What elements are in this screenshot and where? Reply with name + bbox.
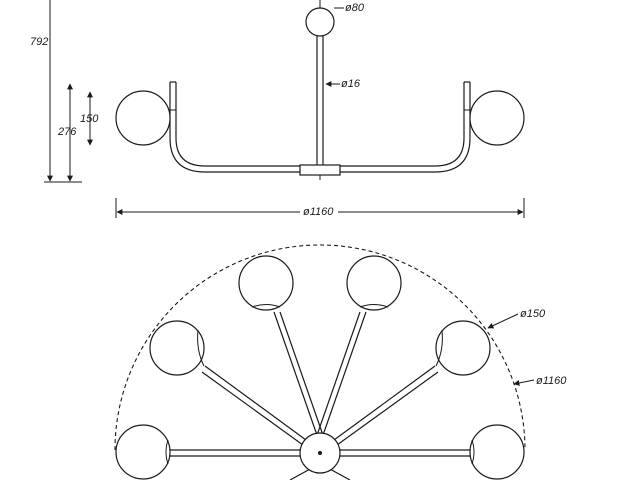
hub-block [299, 164, 341, 176]
left-arm-inner [169, 82, 300, 173]
dim-globe-leader [487, 313, 519, 329]
arm-1b [279, 311, 325, 439]
arm-8 [327, 467, 351, 481]
dim-width-label-bg [300, 204, 338, 218]
right-globe [469, 90, 525, 146]
dim-width-label: ø1160 [303, 206, 334, 218]
top-view: ø150 ø1160 [114, 244, 567, 481]
globe-lower-right-shade [471, 439, 475, 465]
dim-outer-leader [513, 379, 535, 386]
arm-7 [289, 467, 313, 481]
arm-4b [336, 371, 439, 446]
right-arm-outer [340, 82, 465, 167]
dim-rod-label: ø16 [341, 78, 361, 90]
globe-lower-right [469, 424, 525, 480]
arm-2b [321, 311, 367, 439]
globe-lower-left [115, 424, 171, 480]
globe-upper-left [238, 255, 294, 311]
globe-mid-right [435, 320, 491, 376]
outer-diameter-outline [114, 244, 526, 451]
top-globe [305, 7, 335, 37]
globe-mid-left [149, 320, 205, 376]
dim-top-globe-label: ø80 [345, 2, 365, 14]
globe-upper-right [346, 255, 402, 311]
globe-mid-right-shade [435, 329, 443, 367]
left-globe [115, 90, 171, 146]
center-hub-dot [318, 451, 322, 455]
globe-upper-right-shade [359, 304, 389, 308]
dim-outer-label: ø1160 [536, 375, 567, 387]
dim-globe-label: ø150 [520, 308, 546, 320]
arm-2 [315, 311, 361, 439]
dim-lower-height-label: 276 [57, 126, 77, 138]
side-view: ø80 ø16 792 276 150 . ø1160 [30, 0, 525, 219]
dim-total-height-label: 792 [30, 36, 48, 48]
arm-1 [273, 311, 319, 439]
top-globes [115, 255, 525, 480]
dim-globe-height-label: 150 [80, 113, 99, 125]
right-arm-inner [340, 82, 471, 173]
globe-upper-left-shade [251, 304, 281, 308]
arm-3 [204, 365, 307, 441]
radial-arms [170, 311, 470, 481]
globe-mid-left-shade [197, 329, 205, 367]
left-arm-outer [175, 82, 300, 167]
arm-3b [201, 371, 304, 446]
globe-lower-left-shade [165, 439, 169, 465]
arm-4 [333, 365, 436, 441]
